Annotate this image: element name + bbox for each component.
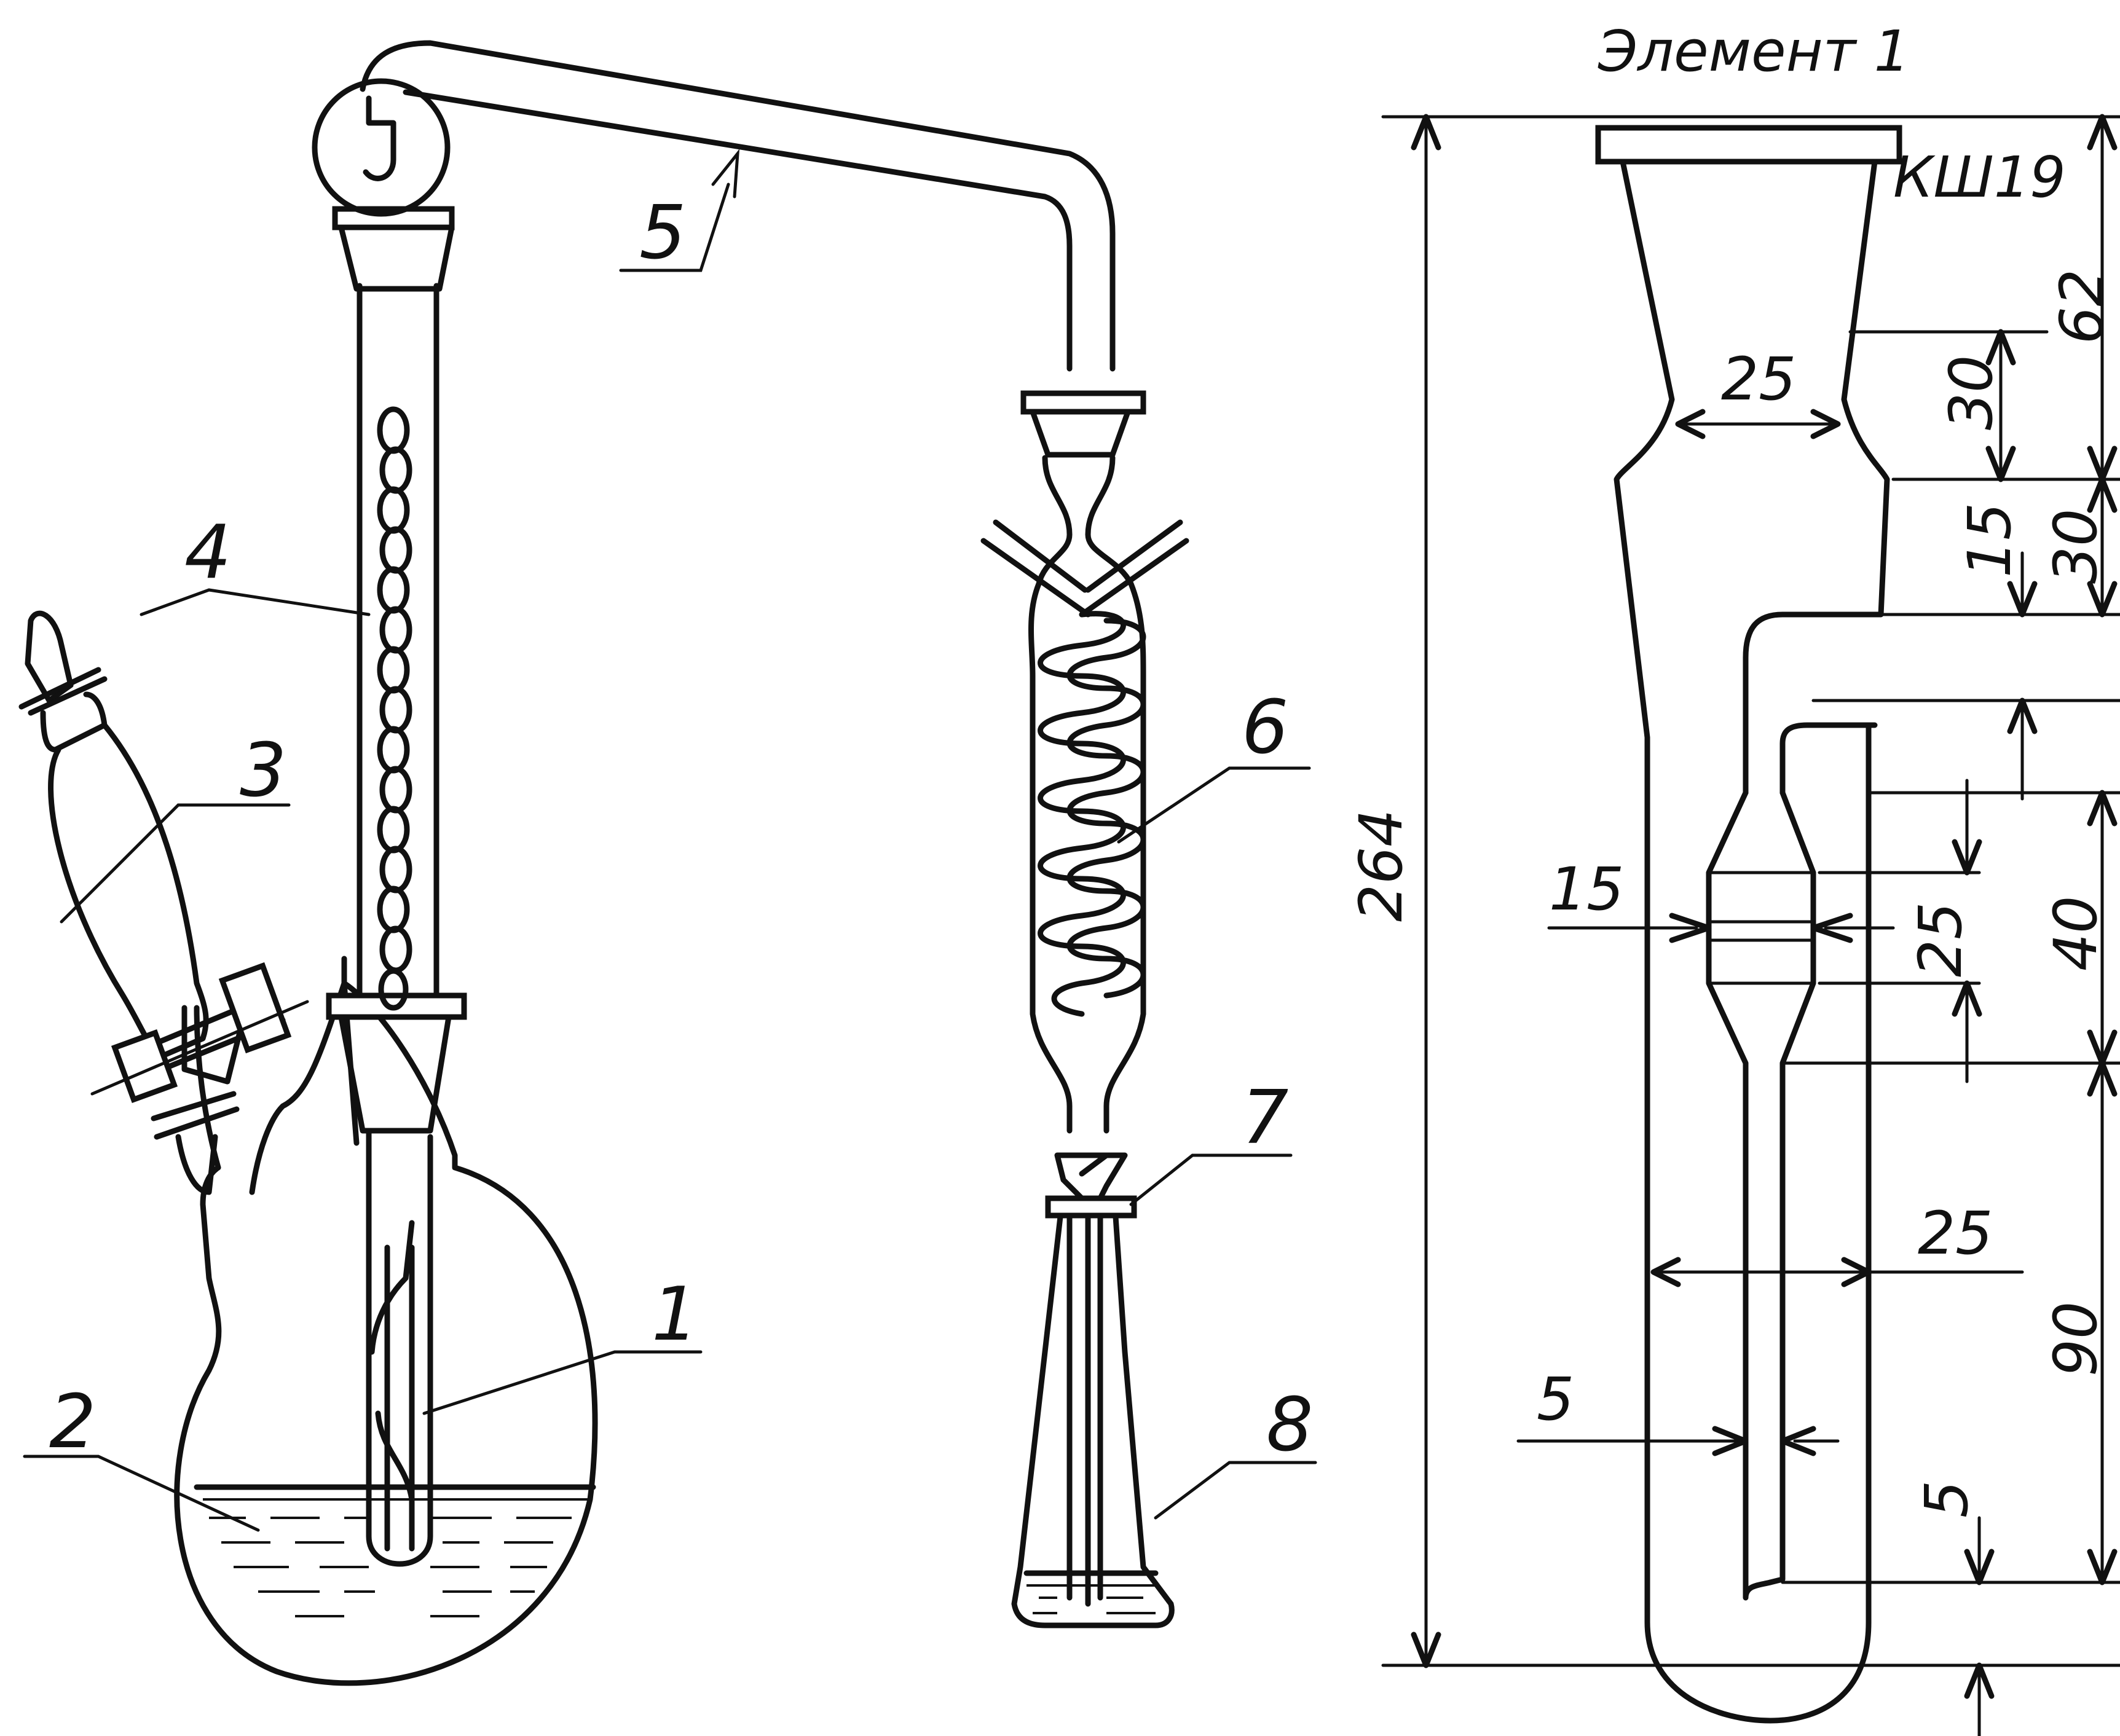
label-2: 2 [49,1380,96,1465]
joint-label: КШ19 [1893,144,2066,210]
element-title: Элемент 1 [1598,18,1910,84]
dim-body-width: 25 [1918,1199,1993,1268]
label-5: 5 [639,190,686,276]
column-4 [312,78,467,1134]
dropping-funnel-3 [18,610,309,1195]
dim-middle-section: 30 [2041,509,2110,584]
dim-total-height: 264 [1347,809,1416,922]
apparatus: 1 2 3 4 5 6 7 8 [18,40,1317,1686]
receiver-flask-8 [1011,1214,1175,1628]
condenser-coil [1038,611,1146,1017]
part-number-labels: 1 2 3 4 5 6 7 8 [49,190,1313,1468]
label-4: 4 [184,510,231,595]
element-1-drawing: Элемент 1 [1347,18,2120,1736]
dim-bulb-width: 15 [1549,855,1624,924]
dim-neck-length: 30 [1937,355,2006,430]
vapor-tube-5 [360,40,1116,372]
dim-offset-small: 15 [1955,503,2024,578]
leader-lines [23,149,1317,1532]
element-1-insert [366,1128,433,1567]
dim-bulb-section: 40 [2041,896,2110,971]
label-6: 6 [1242,685,1288,771]
flask-liquid [194,1484,596,1617]
dim-neck-width: 25 [1721,345,1796,414]
dimension-labels: КШ19 264 62 30 25 30 15 40 25 15 90 25 5… [1347,144,2116,1518]
column-packing [377,406,412,1011]
adapter-7 [1045,1152,1137,1607]
dimension-lines [1381,114,2120,1736]
label-1: 1 [652,1272,698,1357]
dim-bottom-gap: 5 [1912,1480,1981,1518]
dim-tube-width: 5 [1537,1365,1574,1434]
label-7: 7 [1242,1075,1288,1161]
dim-bulb-height: 25 [1906,902,1975,977]
condenser-6 [980,390,1189,1134]
label-8: 8 [1266,1383,1313,1468]
dim-top-section: 62 [2047,269,2116,344]
dim-lower-section: 90 [2041,1302,2110,1377]
label-3: 3 [240,728,286,814]
